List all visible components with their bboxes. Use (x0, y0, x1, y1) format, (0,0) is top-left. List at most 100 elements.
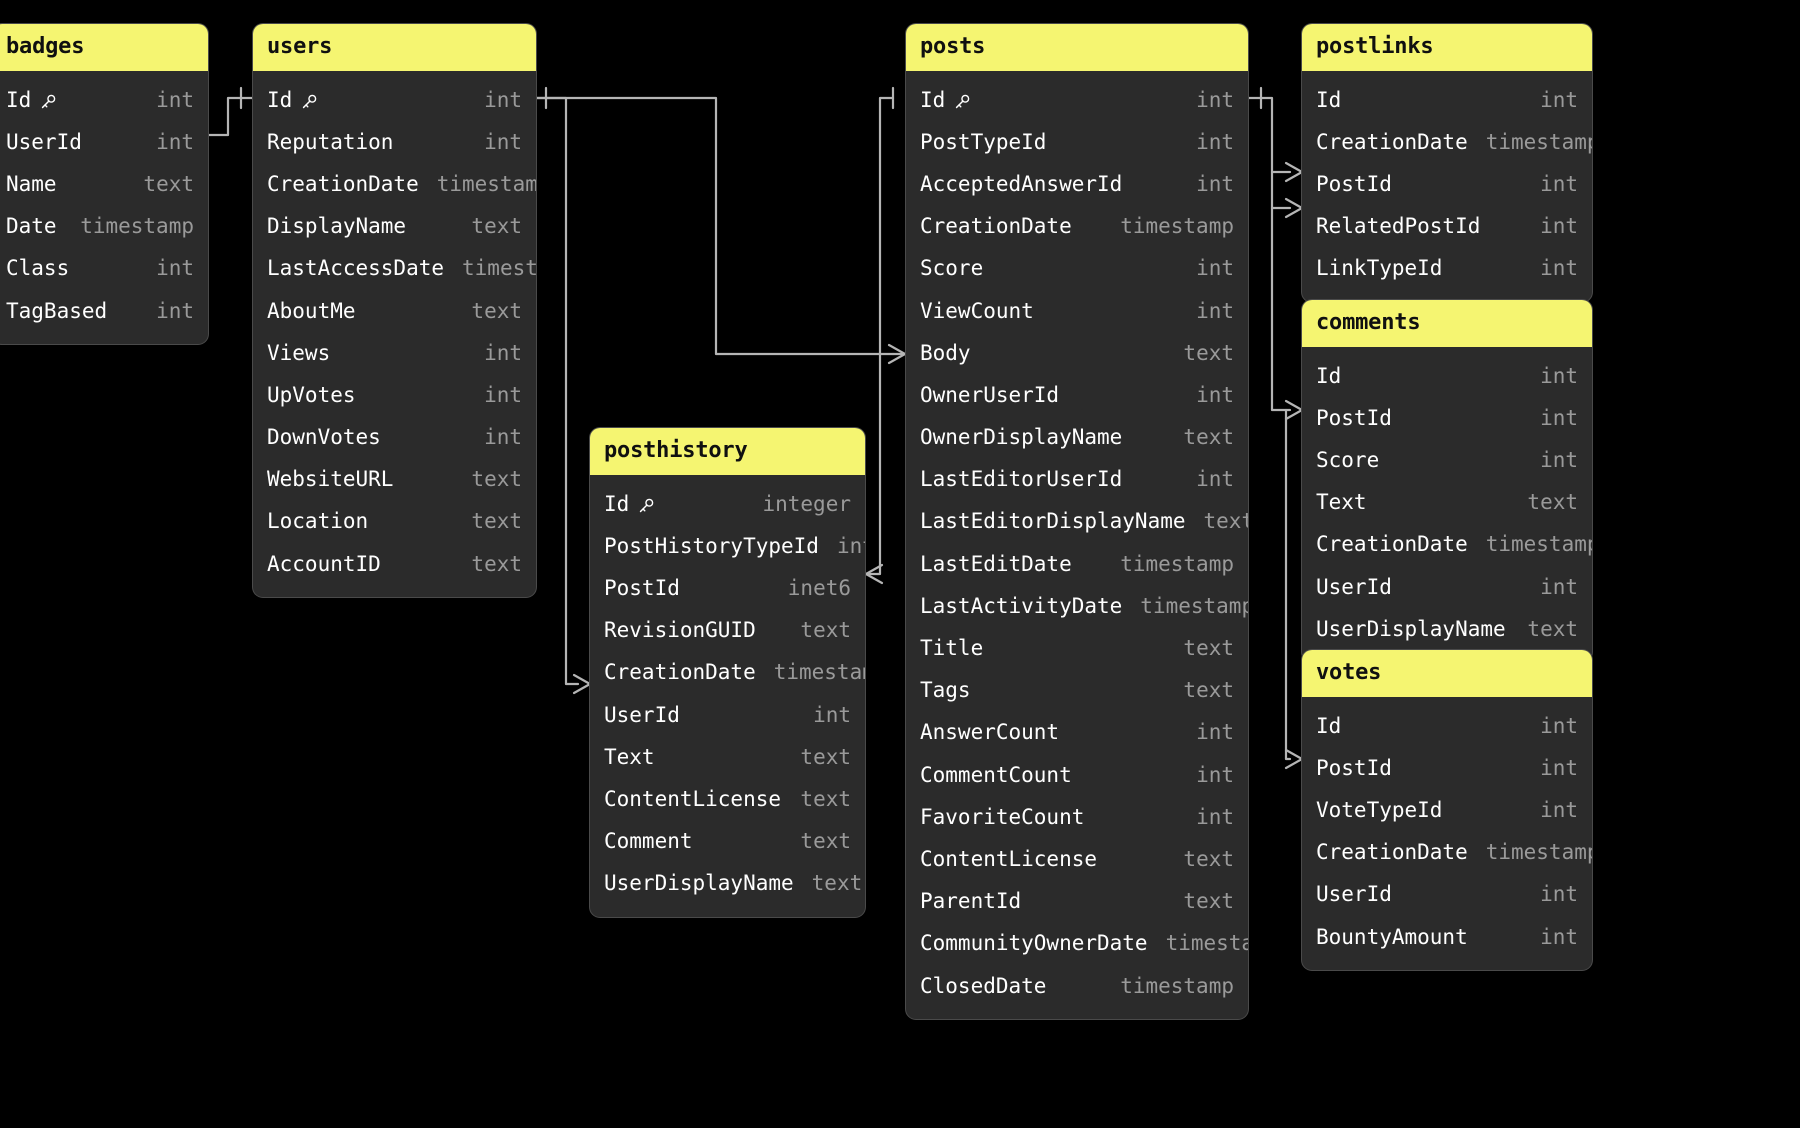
field-row[interactable]: PostHistoryTypeIdint (590, 525, 865, 567)
field-name: UserDisplayName (1316, 616, 1506, 641)
field-name: Body (920, 340, 971, 365)
field-name-wrap: WebsiteURL (267, 469, 393, 490)
field-name: Class (6, 256, 70, 281)
field-type: int (1196, 467, 1234, 492)
field-name: TagBased (6, 298, 108, 323)
field-name-wrap: Title (920, 638, 983, 659)
table-card-posthistory[interactable]: posthistoryIdintegerPostHistoryTypeIdint… (590, 428, 865, 917)
field-name: UserId (1316, 882, 1392, 907)
field-type: timestamp (1165, 931, 1248, 956)
field-name-wrap: Name (6, 173, 57, 195)
field-type: int (1196, 87, 1234, 112)
field-type: timestamp (436, 171, 536, 196)
table-fields-users: IdintReputationintCreationDatetimestampD… (253, 71, 536, 597)
field-row[interactable]: LastAccessDatetimestamp (253, 248, 536, 290)
field-type: timestamp (1485, 532, 1592, 557)
field-name: ParentId (920, 889, 1022, 914)
field-name: LastEditorDisplayName (920, 509, 1186, 534)
field-name: LinkTypeId (1316, 256, 1443, 281)
field-name: RelatedPostId (1316, 214, 1481, 239)
field-name: LastEditDate (920, 551, 1072, 576)
field-name: Title (920, 636, 984, 661)
field-name: OwnerDisplayName (920, 425, 1123, 450)
field-name-wrap: VoteTypeId (1316, 799, 1442, 821)
edge-posts-id-to-postlinks-relatedpostid (1270, 170, 1304, 219)
field-row[interactable]: CommunityOwnerDatetimestamp (906, 923, 1248, 965)
field-name-wrap: Reputation (267, 131, 393, 153)
